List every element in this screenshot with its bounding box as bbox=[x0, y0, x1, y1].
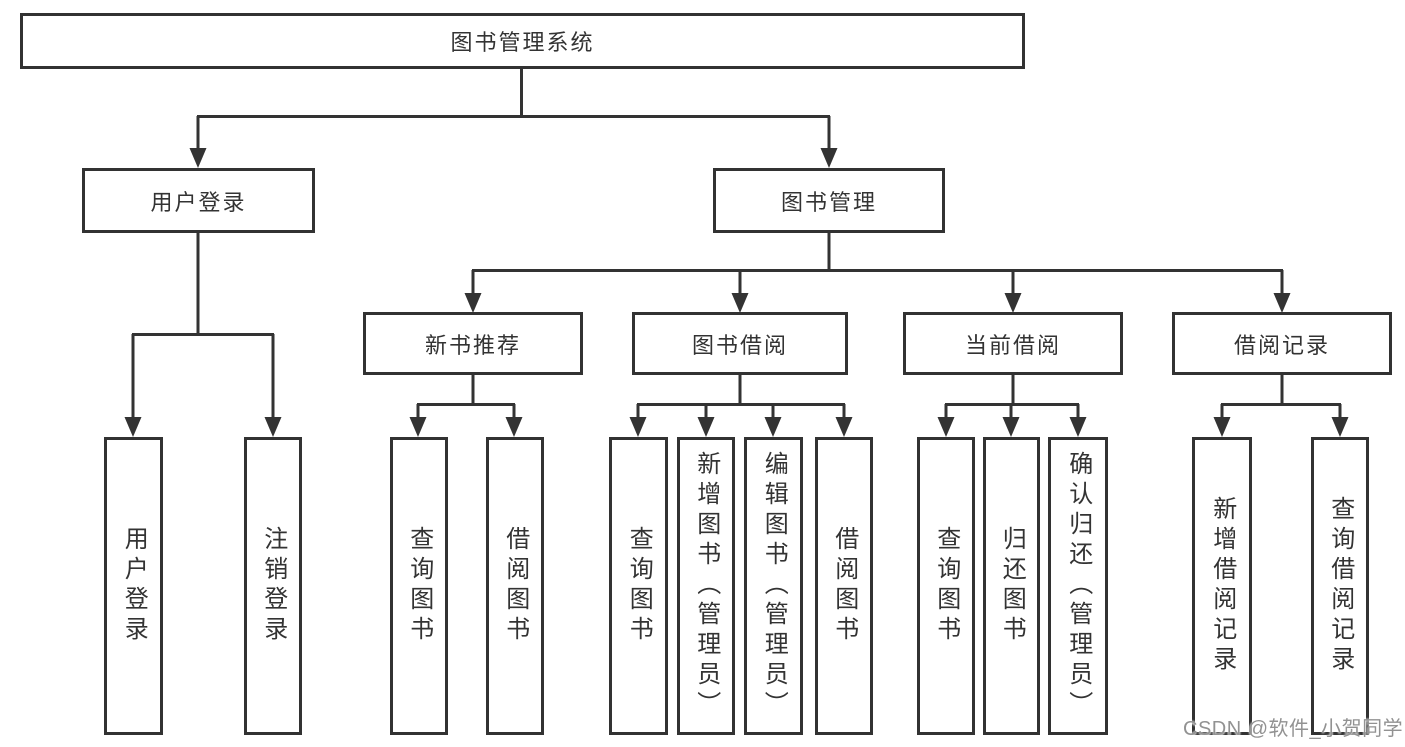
node-label: 图书借阅 bbox=[691, 332, 788, 358]
node-label: 新增图书（管理员） bbox=[692, 451, 720, 721]
node-label: 借阅图书 bbox=[830, 526, 858, 646]
node-book-management: 图书管理 bbox=[713, 168, 945, 233]
leaf-confirm-return-admin: 确认归还（管理员） bbox=[1048, 437, 1108, 735]
node-label: 新增借阅记录 bbox=[1208, 496, 1236, 676]
node-label: 当前借阅 bbox=[964, 332, 1061, 358]
leaf-edit-book-admin: 编辑图书（管理员） bbox=[744, 437, 803, 735]
node-current-borrow: 当前借阅 bbox=[903, 312, 1123, 375]
node-label: 查询图书 bbox=[625, 526, 653, 646]
node-borrow-records: 借阅记录 bbox=[1172, 312, 1392, 375]
leaf-return-books: 归还图书 bbox=[983, 437, 1040, 735]
leaf-add-book-admin: 新增图书（管理员） bbox=[677, 437, 735, 735]
node-label: 用户登录 bbox=[150, 189, 247, 215]
leaf-query-books-recommend: 查询图书 bbox=[390, 437, 448, 735]
leaf-query-books-borrow: 查询图书 bbox=[609, 437, 668, 735]
node-label: 编辑图书（管理员） bbox=[760, 451, 788, 721]
node-label: 确认归还（管理员） bbox=[1064, 451, 1092, 721]
leaf-borrow-books: 借阅图书 bbox=[815, 437, 873, 735]
leaf-borrow-books-recommend: 借阅图书 bbox=[486, 437, 544, 735]
arrowheads bbox=[124, 148, 1349, 437]
node-label: 查询图书 bbox=[405, 526, 433, 646]
node-library-management-system: 图书管理系统 bbox=[20, 13, 1025, 69]
node-user-login: 用户登录 bbox=[82, 168, 315, 233]
leaf-add-borrow-record: 新增借阅记录 bbox=[1192, 437, 1252, 735]
node-label: 图书管理系统 bbox=[450, 30, 595, 55]
leaf-logout: 注销登录 bbox=[244, 437, 302, 735]
leaf-query-books-current: 查询图书 bbox=[917, 437, 975, 735]
node-label: 注销登录 bbox=[259, 526, 287, 646]
leaf-query-borrow-record: 查询借阅记录 bbox=[1311, 437, 1369, 735]
csdn-watermark: CSDN @软件_小贺同学 bbox=[1183, 718, 1404, 740]
node-label: 借阅记录 bbox=[1233, 332, 1330, 358]
node-label: 查询借阅记录 bbox=[1326, 496, 1354, 676]
node-label: 图书管理 bbox=[780, 189, 877, 215]
node-book-borrow: 图书借阅 bbox=[632, 312, 848, 375]
node-label: 借阅图书 bbox=[501, 526, 529, 646]
node-label: 新书推荐 bbox=[424, 332, 521, 358]
node-new-book-recommend: 新书推荐 bbox=[363, 312, 583, 375]
node-label: 查询图书 bbox=[932, 526, 960, 646]
node-label: 用户登录 bbox=[120, 526, 148, 646]
node-label: 归还图书 bbox=[998, 526, 1026, 646]
leaf-user-login: 用户登录 bbox=[104, 437, 163, 735]
